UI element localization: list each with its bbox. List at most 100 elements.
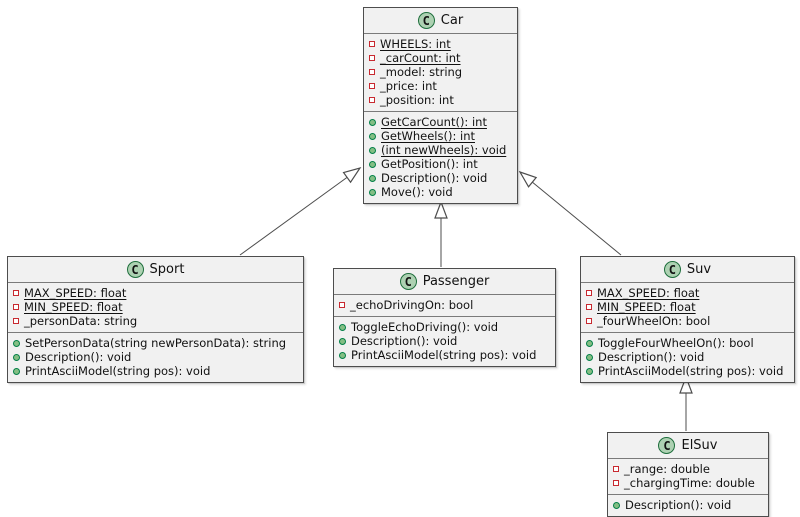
- method-text: PrintAsciiModel(string pos): void: [351, 348, 537, 362]
- field-row: MAX_SPEED: float: [586, 286, 788, 300]
- field-row: WHEELS: int: [369, 37, 511, 51]
- method-row: PrintAsciiModel(string pos): void: [586, 364, 788, 378]
- method-text: GetWheels(): int: [381, 129, 475, 143]
- inheritance-arrow-suv-car: [518, 170, 622, 256]
- fields-section: MAX_SPEED: float MIN_SPEED: float _fourW…: [581, 283, 794, 333]
- method-text: Move(): void: [381, 185, 453, 199]
- class-box-suv: C Suv MAX_SPEED: float MIN_SPEED: float …: [580, 256, 795, 383]
- method-row: Move(): void: [369, 185, 511, 199]
- class-icon: C: [417, 12, 435, 29]
- private-field-icon: [613, 480, 619, 486]
- inheritance-arrow-sport-car: [239, 166, 362, 256]
- method-row: SetPersonData(string newPersonData): str…: [13, 336, 297, 350]
- public-method-icon: [339, 323, 346, 331]
- method-row: GetCarCount(): int: [369, 115, 511, 129]
- field-text: _personData: string: [24, 314, 138, 328]
- field-text: MIN_SPEED: float: [597, 300, 696, 314]
- field-text: MAX_SPEED: float: [24, 286, 127, 300]
- method-row: GetWheels(): int: [369, 129, 511, 143]
- public-method-icon: [586, 339, 593, 347]
- public-method-icon: [369, 174, 376, 182]
- class-name: Car: [440, 13, 464, 28]
- class-icon: C: [126, 261, 144, 278]
- field-text: MAX_SPEED: float: [597, 286, 700, 300]
- private-field-icon: [586, 304, 592, 310]
- field-row: _range: double: [613, 462, 762, 476]
- method-text: Description(): void: [25, 350, 132, 364]
- class-header: C ElSuv: [608, 433, 768, 459]
- method-text: PrintAsciiModel(string pos): void: [598, 364, 784, 378]
- method-row: Description(): void: [613, 498, 762, 512]
- public-method-icon: [369, 160, 376, 168]
- field-text: _model: string: [380, 65, 463, 79]
- method-row: PrintAsciiModel(string pos): void: [339, 348, 549, 362]
- field-text: _position: int: [380, 93, 454, 107]
- method-row: ToggleEchoDriving(): void: [339, 320, 549, 334]
- private-field-icon: [613, 466, 619, 472]
- methods-section: SetPersonData(string newPersonData): str…: [8, 333, 303, 382]
- public-method-icon: [613, 501, 620, 509]
- field-text: _echoDrivingOn: bool: [350, 298, 474, 312]
- fields-section: WHEELS: int _carCount: int _model: strin…: [364, 34, 517, 112]
- public-method-icon: [13, 367, 20, 375]
- method-row: (int newWheels): void: [369, 143, 511, 157]
- public-method-icon: [369, 118, 376, 126]
- class-name: Sport: [149, 262, 185, 277]
- public-method-icon: [339, 337, 346, 345]
- class-name: Passenger: [422, 274, 490, 289]
- class-header: C Sport: [8, 257, 303, 283]
- field-row: _echoDrivingOn: bool: [339, 298, 549, 312]
- class-box-passenger: C Passenger _echoDrivingOn: bool ToggleE…: [333, 268, 556, 367]
- class-name: ElSuv: [681, 438, 718, 453]
- method-text: PrintAsciiModel(string pos): void: [25, 364, 211, 378]
- method-row: GetPosition(): int: [369, 157, 511, 171]
- class-box-sport: C Sport MAX_SPEED: float MIN_SPEED: floa…: [7, 256, 304, 383]
- method-text: Description(): void: [598, 350, 705, 364]
- field-text: _carCount: int: [380, 51, 461, 65]
- private-field-icon: [586, 318, 592, 324]
- method-row: Description(): void: [369, 171, 511, 185]
- private-field-icon: [369, 97, 375, 103]
- method-text: ToggleEchoDriving(): void: [351, 320, 499, 334]
- method-row: ToggleFourWheelOn(): bool: [586, 336, 788, 350]
- field-row: _chargingTime: double: [613, 476, 762, 490]
- method-row: Description(): void: [13, 350, 297, 364]
- class-icon: C: [399, 273, 417, 290]
- method-row: Description(): void: [339, 334, 549, 348]
- public-method-icon: [369, 188, 376, 196]
- method-row: PrintAsciiModel(string pos): void: [13, 364, 297, 378]
- public-method-icon: [339, 351, 346, 359]
- class-icon: C: [663, 261, 681, 278]
- class-box-car: C Car WHEELS: int _carCount: int _model:…: [363, 7, 518, 204]
- method-text: ToggleFourWheelOn(): bool: [598, 336, 754, 350]
- methods-section: ToggleFourWheelOn(): bool Description():…: [581, 333, 794, 382]
- class-name: Suv: [686, 262, 712, 277]
- private-field-icon: [586, 290, 592, 296]
- method-text: Description(): void: [351, 334, 458, 348]
- class-header: C Car: [364, 8, 517, 34]
- field-text: _fourWheelOn: bool: [597, 314, 711, 328]
- field-text: WHEELS: int: [380, 37, 451, 51]
- method-text: Description(): void: [625, 498, 732, 512]
- private-field-icon: [339, 302, 345, 308]
- public-method-icon: [13, 353, 20, 361]
- field-row: _personData: string: [13, 314, 297, 328]
- field-text: _chargingTime: double: [624, 476, 755, 490]
- method-text: Description(): void: [381, 171, 488, 185]
- public-method-icon: [586, 367, 593, 375]
- field-text: _price: int: [380, 79, 437, 93]
- field-row: MIN_SPEED: float: [13, 300, 297, 314]
- class-icon: C: [658, 437, 676, 454]
- method-text: (int newWheels): void: [381, 143, 507, 157]
- method-text: SetPersonData(string newPersonData): str…: [25, 336, 287, 350]
- methods-section: ToggleEchoDriving(): void Description():…: [334, 317, 555, 366]
- private-field-icon: [13, 290, 19, 296]
- method-text: GetCarCount(): int: [381, 115, 487, 129]
- class-header: C Suv: [581, 257, 794, 283]
- field-row: _fourWheelOn: bool: [586, 314, 788, 328]
- field-row: _model: string: [369, 65, 511, 79]
- field-row: _position: int: [369, 93, 511, 107]
- public-method-icon: [369, 132, 376, 140]
- field-row: MIN_SPEED: float: [586, 300, 788, 314]
- fields-section: _echoDrivingOn: bool: [334, 295, 555, 317]
